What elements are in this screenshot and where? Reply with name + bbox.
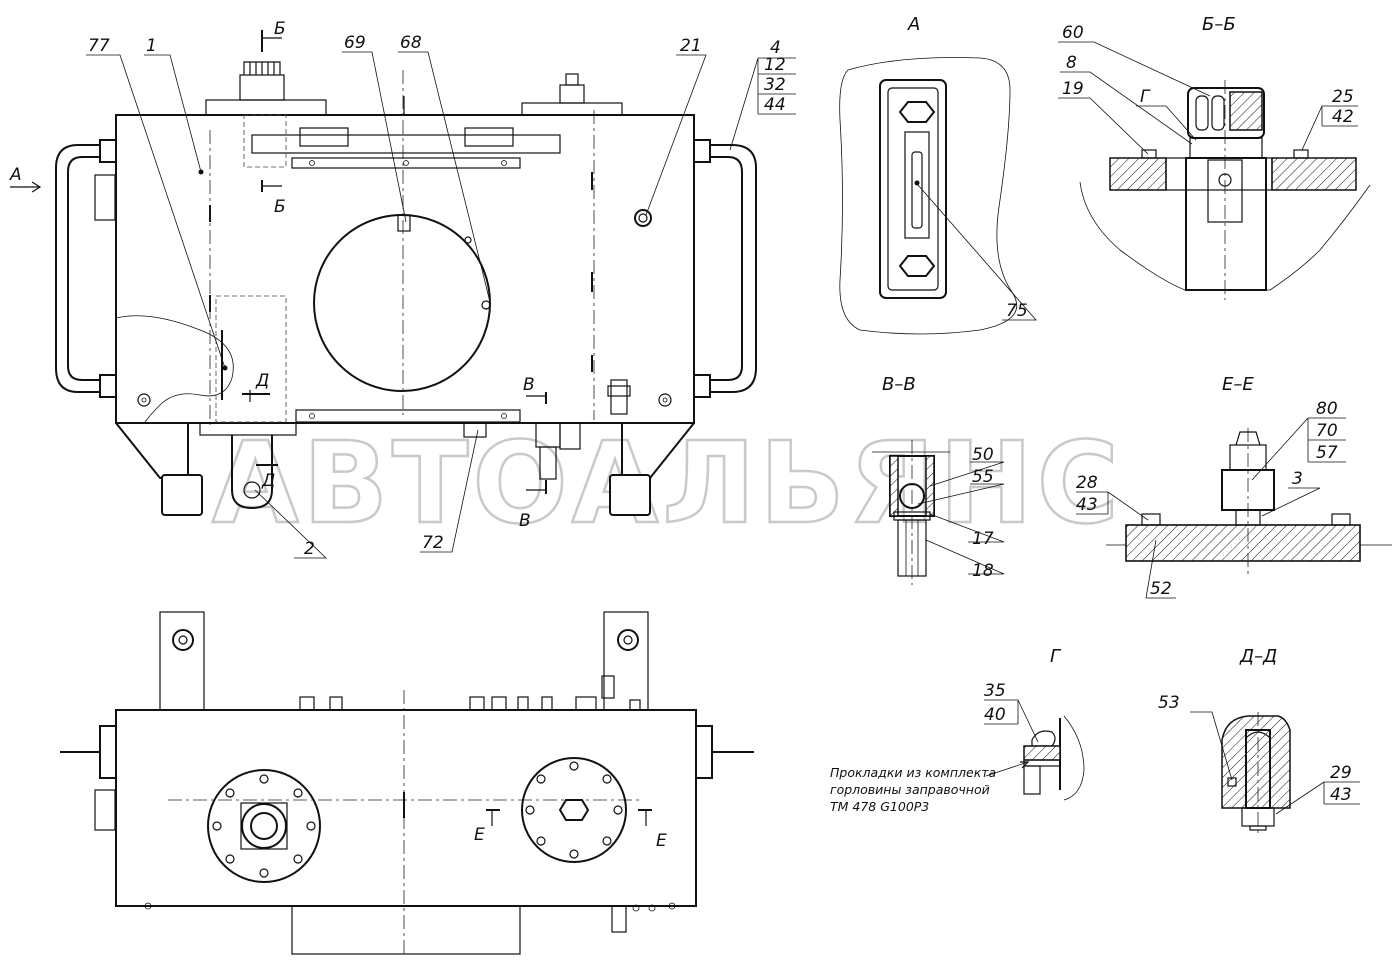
section-b-title: Б–Б	[1202, 14, 1236, 35]
callout-21: 21	[680, 36, 702, 56]
callout-55: 55	[972, 467, 994, 487]
cut-mark-v-bottom: В	[519, 511, 531, 531]
callout-44: 44	[764, 95, 786, 115]
callout-75: 75	[1006, 301, 1028, 321]
section-e-e: Е–Е 80 70 57 28 43 3 52	[1076, 374, 1392, 599]
section-b-mark-g: Г	[1140, 87, 1151, 107]
callout-35: 35	[984, 681, 1006, 701]
callout-50: 50	[972, 445, 994, 465]
callout-17: 17	[972, 529, 994, 549]
inspection-hatch	[313, 214, 491, 392]
note-line-1: Прокладки из комплекта	[830, 765, 996, 780]
view-a-detail: А 75	[839, 14, 1037, 335]
note-line-2: горловины заправочной	[830, 782, 990, 797]
right-handle	[708, 144, 757, 393]
cut-mark-v-top: В	[523, 375, 535, 395]
callout-4: 4	[770, 38, 781, 58]
view-a-title: А	[907, 14, 920, 35]
callout-3: 3	[1292, 469, 1303, 489]
callout-18: 18	[972, 561, 994, 581]
cut-mark-b-bottom: Б	[274, 197, 286, 217]
note-line-3: ТМ 478 G100Р3	[830, 799, 929, 814]
detail-g-title: Г	[1050, 646, 1062, 667]
section-d-title: Д–Д	[1239, 646, 1277, 667]
section-b-b: Б–Б 60 8 19 Г 25 42	[1058, 14, 1371, 300]
callout-72: 72	[422, 533, 444, 553]
detail-g: Г 35 40 Прокладки из комплекта горловины…	[830, 646, 1085, 814]
bottom-view: Е Е	[60, 611, 754, 955]
section-v-v: В–В 50 55 17 18	[872, 374, 1005, 585]
cut-mark-d-top: Д	[255, 371, 269, 391]
callout-1: 1	[146, 36, 157, 56]
callout-28: 28	[1076, 473, 1098, 493]
callout-70: 70	[1316, 421, 1338, 441]
cut-mark-b-top: Б	[274, 19, 286, 39]
left-handle	[55, 144, 102, 393]
callout-19: 19	[1062, 79, 1084, 99]
level-gauge	[879, 79, 947, 299]
callout-69: 69	[344, 33, 366, 53]
front-view: Б Б В В Д Д А 77 1 69 68 21 4 12 32 44	[9, 19, 796, 559]
callout-68: 68	[400, 33, 422, 53]
callout-43-e: 43	[1076, 495, 1098, 515]
section-v-title: В–В	[882, 374, 916, 395]
callout-80: 80	[1316, 399, 1338, 419]
callout-42: 42	[1332, 107, 1354, 127]
callout-29: 29	[1330, 763, 1352, 783]
watermark-text: АВТОАЛЬЯНС	[212, 419, 1123, 549]
callout-43-d: 43	[1330, 785, 1352, 805]
view-arrow-a: А	[9, 165, 22, 185]
section-d-d: Д–Д 53 29 43	[1158, 646, 1360, 836]
callout-40: 40	[984, 705, 1006, 725]
section-e-title: Е–Е	[1222, 374, 1254, 395]
cut-mark-e-right: Е	[656, 831, 667, 851]
callout-77: 77	[88, 36, 110, 56]
callout-60: 60	[1062, 23, 1084, 43]
cut-mark-d-bottom: Д	[261, 471, 275, 491]
tank-body-bottom	[115, 709, 697, 907]
callout-8: 8	[1066, 53, 1077, 73]
callout-53: 53	[1158, 693, 1180, 713]
callout-25: 25	[1332, 87, 1354, 107]
callout-52: 52	[1150, 579, 1172, 599]
callout-32: 32	[764, 75, 786, 95]
left-flange	[207, 769, 321, 883]
callout-57: 57	[1316, 443, 1338, 463]
right-flange	[521, 757, 627, 863]
callout-12: 12	[764, 55, 786, 75]
cut-mark-e-left: Е	[474, 825, 485, 845]
callout-2: 2	[304, 539, 315, 559]
tank-body	[115, 114, 695, 424]
